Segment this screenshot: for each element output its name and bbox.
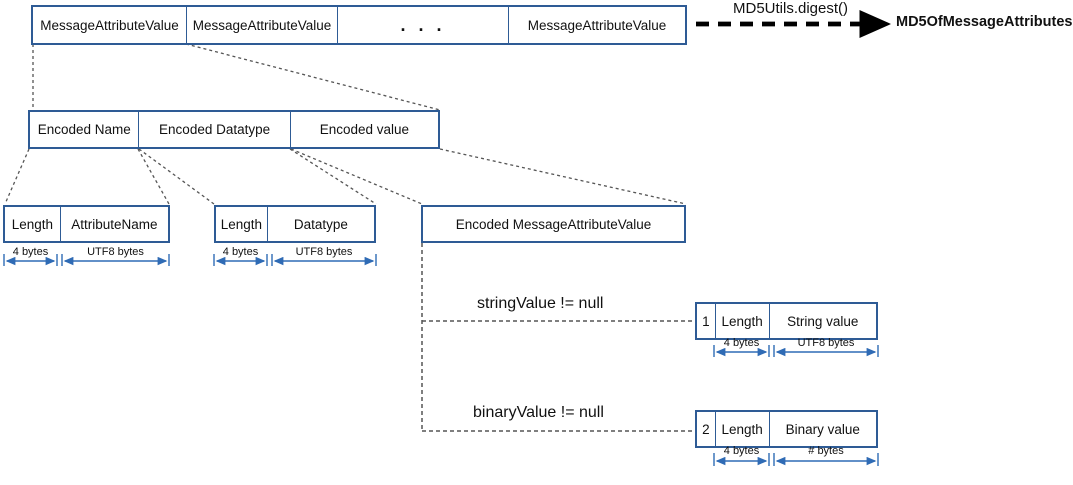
- message-attribute-value-list: MessageAttributeValue MessageAttributeVa…: [31, 5, 687, 45]
- attribute-name-cell: AttributeName: [60, 207, 168, 241]
- binary-value-cell: Binary value: [769, 412, 876, 446]
- encoded-datatype-cell: Encoded Datatype: [139, 112, 291, 147]
- connector-top-to-encoded: [32, 43, 441, 111]
- encoded-datatype-length-dim-label: 4 bytes: [222, 246, 259, 258]
- binary-value-length-dim-label: 4 bytes: [723, 445, 760, 457]
- message-attribute-value-cell-2: MessageAttributeValue: [187, 7, 338, 43]
- encoded-datatype-length-cell: Length: [216, 207, 268, 241]
- attribute-name-dim-label: UTF8 bytes: [87, 246, 144, 258]
- encoded-message-attribute-value-detail: Encoded MessageAttributeValue: [421, 205, 686, 243]
- binary-value-type-marker-cell: 2: [697, 412, 716, 446]
- datatype-cell: Datatype: [267, 207, 374, 241]
- message-attribute-value-ellipsis: . . .: [338, 7, 509, 43]
- string-value-length-cell: Length: [715, 304, 770, 338]
- encoded-message-attribute-value-cell: Encoded MessageAttributeValue: [423, 207, 684, 241]
- message-attribute-value-cell-1: MessageAttributeValue: [33, 7, 187, 43]
- connector-value-branches: [421, 243, 694, 432]
- encoded-name-detail: Length AttributeName: [3, 205, 170, 243]
- encoded-name-length-cell: Length: [5, 207, 61, 241]
- message-attribute-value-cell-n: MessageAttributeValue: [509, 7, 685, 43]
- string-value-type-marker-cell: 1: [697, 304, 716, 338]
- digest-arrow-label: MD5Utils.digest(): [733, 0, 849, 17]
- string-value-length-dim-label: 4 bytes: [723, 337, 760, 349]
- string-value-cell: String value: [769, 304, 876, 338]
- encoded-name-length-dim-label: 4 bytes: [12, 246, 49, 258]
- string-value-branch: 1 Length String value: [695, 302, 878, 340]
- string-value-dim-label: UTF8 bytes: [797, 337, 855, 349]
- datatype-dim-label: UTF8 bytes: [295, 246, 353, 258]
- md5-output-label: MD5OfMessageAttributes: [896, 14, 1073, 30]
- binary-value-length-cell: Length: [715, 412, 770, 446]
- connector-encoded-to-details: [4, 148, 687, 205]
- encoded-datatype-detail: Length Datatype: [214, 205, 376, 243]
- binary-value-dim-label: # bytes: [808, 445, 844, 457]
- binary-value-branch: 2 Length Binary value: [695, 410, 878, 448]
- encoded-attribute-parts: Encoded Name Encoded Datatype Encoded va…: [28, 110, 440, 149]
- encoded-name-cell: Encoded Name: [30, 112, 140, 147]
- string-value-condition-label: stringValue != null: [477, 295, 604, 312]
- encoded-value-cell: Encoded value: [290, 112, 438, 147]
- binary-value-condition-label: binaryValue != null: [473, 404, 604, 421]
